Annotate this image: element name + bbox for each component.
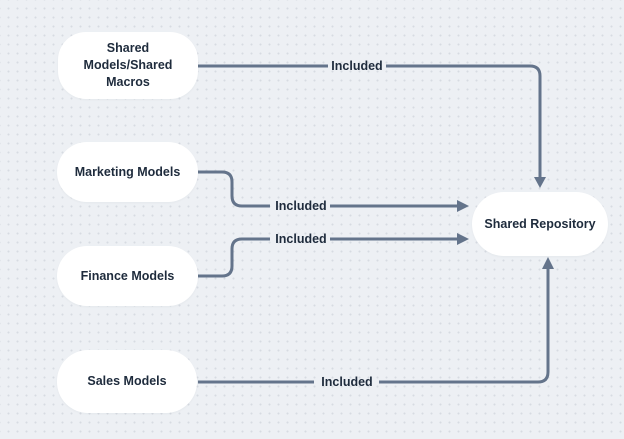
arrowhead-down-icon [534, 177, 546, 188]
edge-label-included: Included [331, 59, 383, 73]
node-shared-repository: Shared Repository [472, 192, 608, 256]
node-finance-models: Finance Models [57, 246, 198, 306]
edge-label-included: Included [321, 375, 373, 389]
node-label: Marketing Models [74, 164, 181, 179]
edge-line [386, 64, 542, 178]
node-label-line: Macros [106, 75, 150, 89]
edge-shared-models-to-repository [198, 64, 546, 188]
edge-line [198, 170, 270, 208]
node-label: Shared Repository [484, 216, 596, 231]
node-shared-models: Shared Models/Shared Macros [58, 32, 198, 99]
edge-line [198, 237, 270, 278]
edge-marketing-to-repository [198, 170, 469, 212]
node-marketing-models: Marketing Models [57, 142, 198, 202]
edge-line [379, 268, 550, 384]
arrowhead-right-icon [457, 200, 469, 212]
edge-sales-to-repository [198, 257, 554, 384]
node-label: Finance Models [80, 268, 175, 283]
arrowhead-right-icon [457, 233, 469, 245]
node-sales-models: Sales Models [57, 350, 197, 413]
node-label-line: Models/Shared [83, 58, 173, 72]
edge-finance-to-repository [198, 233, 469, 278]
edge-label-included: Included [275, 199, 327, 213]
edge-label-included: Included [275, 232, 327, 246]
arrowhead-up-icon [542, 257, 554, 269]
node-label-line: Shared [106, 41, 150, 55]
node-label: Sales Models [87, 374, 167, 388]
